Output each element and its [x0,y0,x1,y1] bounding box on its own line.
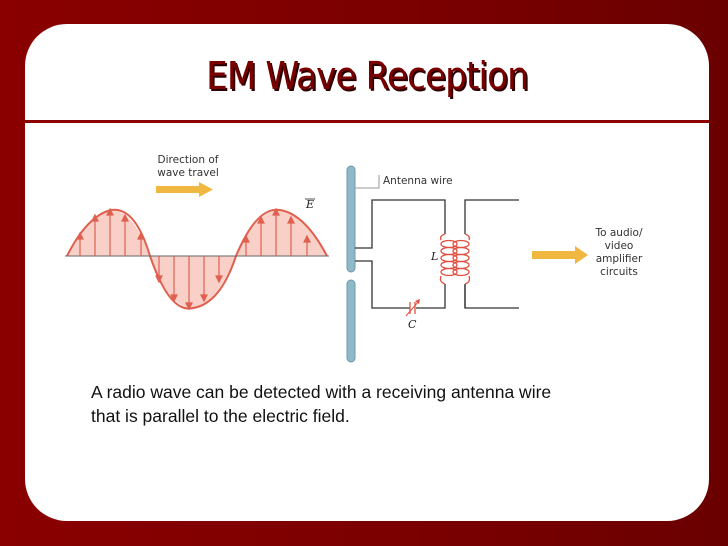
direction-label-2: wave travel [157,167,219,179]
output-arrow-icon [532,246,588,264]
caption-line-1: A radio wave can be detected with a rece… [91,382,552,402]
em-wave-diagram: Direction of wave travel E Antenna wire [65,154,643,363]
inductor-icon [439,233,471,285]
title-divider [25,120,709,123]
output-label-3: amplifier [596,253,643,265]
output-label-4: circuits [600,266,638,278]
slide-panel: EM Wave Reception [25,24,709,521]
e-field-label: E [305,198,314,211]
caption-line-2: that is parallel to the electric field. [91,406,350,426]
capacitor-label: C [408,318,417,331]
direction-arrow-icon [156,182,213,197]
slide-title: EM Wave Reception [206,54,529,98]
output-label-2: video [605,240,634,252]
wave-graphic: Direction of wave travel E [65,154,329,311]
inductor-label: L [430,250,438,263]
antenna-upper [346,165,356,273]
variable-capacitor-icon [405,299,420,317]
output-label-1: To audio/ [594,227,642,239]
receiver-circuit: Antenna wire [346,165,643,363]
antenna-lower [346,279,356,363]
slide-caption: A radio wave can be detected with a rece… [91,380,671,428]
direction-label: Direction of [158,154,219,166]
antenna-label: Antenna wire [383,175,453,187]
